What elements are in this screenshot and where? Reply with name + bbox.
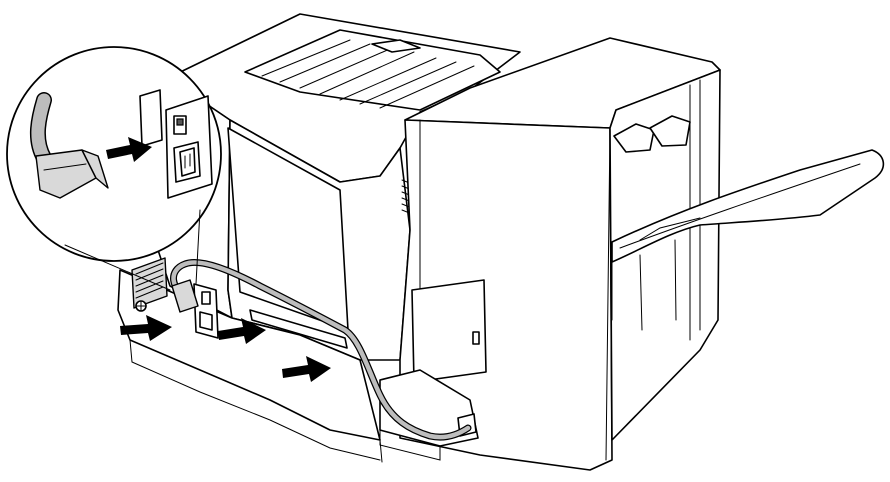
instruction-arrows	[106, 137, 331, 382]
power-plug-icon	[171, 279, 199, 313]
finisher-unit	[379, 37, 721, 471]
power-cable	[170, 258, 472, 441]
zoomed-plug-icon	[35, 149, 97, 199]
latch-icon	[472, 331, 480, 345]
output-tray	[611, 115, 885, 331]
arrow-icon	[120, 315, 172, 341]
arrow-icon	[106, 137, 152, 162]
power-switch-icon	[201, 291, 211, 305]
power-inlet	[199, 311, 213, 331]
arrow-icon	[218, 318, 266, 344]
arrow-icon	[282, 356, 331, 382]
